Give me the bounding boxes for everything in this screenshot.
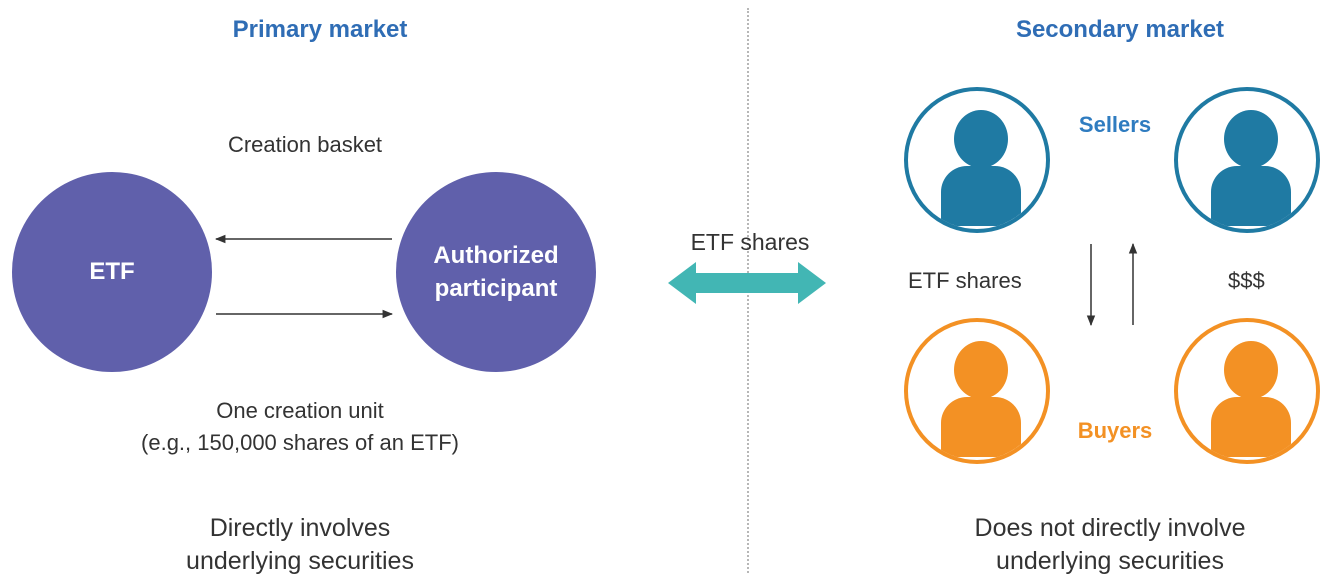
etf-node: ETF [12,172,212,372]
cash-flow-label: $$$ [1228,268,1265,293]
creation-basket-label: Creation basket [227,132,383,157]
buyers-label: Buyers [1077,418,1153,443]
ap-node-label-line2: participant [434,275,558,302]
creation-unit-label: One creation unit [216,398,384,423]
etf-shares-flow-label: ETF shares [908,268,1022,293]
sellers-label: Sellers [1078,112,1152,137]
secondary-market-heading: Secondary market [1015,16,1225,43]
primary-footer-line1: Directly involves [209,514,391,542]
ap-node-label-line1: Authorized [433,242,559,269]
buyer-person-icon [1174,318,1320,464]
seller-person-icon [904,87,1050,233]
secondary-footer-line1: Does not directly involve [974,514,1246,542]
seller-person-icon [1174,87,1320,233]
etf-node-label: ETF [89,258,135,285]
secondary-footer-line2: underlying securities [996,547,1224,575]
creation-unit-example: (e.g., 150,000 shares of an ETF) [141,430,459,455]
etf-shares-middle-label: ETF shares [690,229,810,255]
buyer-person-icon [904,318,1050,464]
primary-footer-line2: underlying securities [186,547,414,575]
primary-market-heading: Primary market [232,16,408,43]
